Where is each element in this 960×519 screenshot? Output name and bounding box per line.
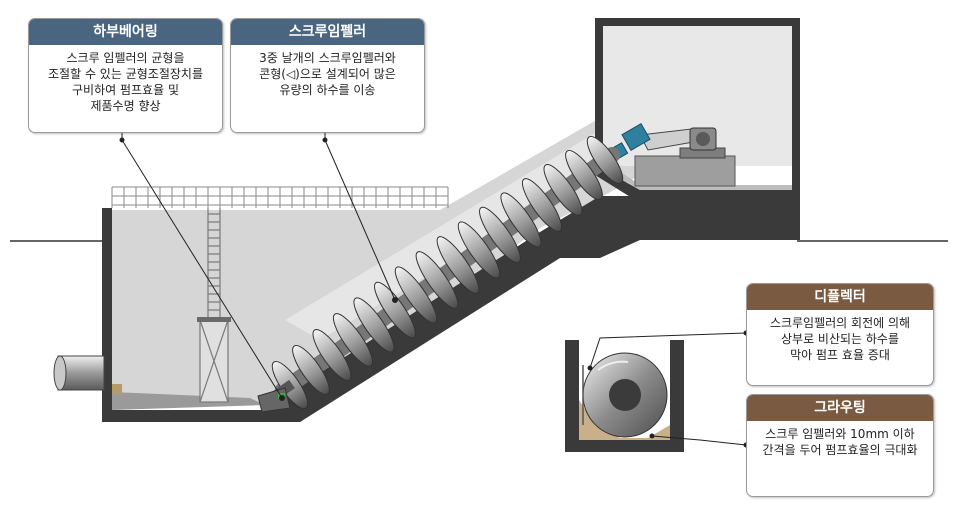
screw-blade bbox=[394, 266, 438, 324]
cross-section-detail bbox=[565, 340, 684, 452]
callout-title: 디플렉터 bbox=[747, 284, 933, 310]
screw-blade bbox=[479, 206, 521, 264]
motor-base bbox=[634, 147, 736, 187]
screw-blade bbox=[586, 135, 624, 185]
screw-blade bbox=[312, 329, 352, 381]
inlet-pipe-icon bbox=[53, 355, 122, 394]
handrail-posts bbox=[111, 187, 449, 208]
motor-room-floor bbox=[603, 160, 792, 190]
callout-grouting: 그라우팅 스크루 임펠러와 10mm 이하 간격을 두어 펌프효율의 극대화 bbox=[746, 394, 934, 497]
callout-deflector: 디플렉터 스크루임펠러의 회전에 의해 상부로 비산되는 하수를 막아 펌프 효… bbox=[746, 283, 934, 386]
screw-blade bbox=[521, 178, 563, 232]
ladder-icon bbox=[207, 208, 221, 320]
callout-title: 그라우팅 bbox=[747, 395, 933, 421]
motor-drive-icon bbox=[603, 123, 717, 164]
callout-text: 3중 날개의 스크루임펠러와 콘형(◁)으로 설계되어 많은 유량의 하수를 이… bbox=[259, 51, 396, 97]
callout-title: 하부베어링 bbox=[29, 19, 222, 45]
support-column bbox=[197, 317, 231, 403]
callout-text: 스크루 임펠러의 균형을 조절할 수 있는 균형조절장치를 구비하여 펌프효율 … bbox=[48, 51, 203, 113]
callout-screw-impeller: 스크루임펠러 3중 날개의 스크루임펠러와 콘형(◁)으로 설계되어 많은 유량… bbox=[230, 18, 425, 133]
screw-blade bbox=[500, 192, 542, 248]
screw-blade bbox=[415, 251, 459, 309]
screw-blade bbox=[436, 236, 480, 294]
callout-text: 스크루임펠러의 회전에 의해 상부로 비산되는 하수를 막아 펌프 효율 증대 bbox=[769, 316, 911, 362]
callout-lower-bearing: 하부베어링 스크루 임펠러의 균형을 조절할 수 있는 균형조절장치를 구비하여… bbox=[28, 18, 223, 133]
screw-impeller bbox=[269, 135, 624, 410]
screw-blade bbox=[457, 221, 501, 279]
screw-blade bbox=[332, 313, 374, 367]
screw-blade bbox=[374, 281, 416, 339]
callout-title: 스크루임펠러 bbox=[231, 19, 424, 45]
screw-blade bbox=[565, 149, 603, 201]
leader-lines bbox=[119, 132, 749, 448]
screw-blade bbox=[292, 344, 330, 396]
screw-blade bbox=[353, 297, 395, 353]
screw-blade bbox=[543, 164, 583, 216]
callout-text: 스크루 임펠러와 10mm 이하 간격을 두어 펌프효율의 극대화 bbox=[762, 427, 918, 457]
basin-floor-sediment bbox=[112, 392, 265, 410]
